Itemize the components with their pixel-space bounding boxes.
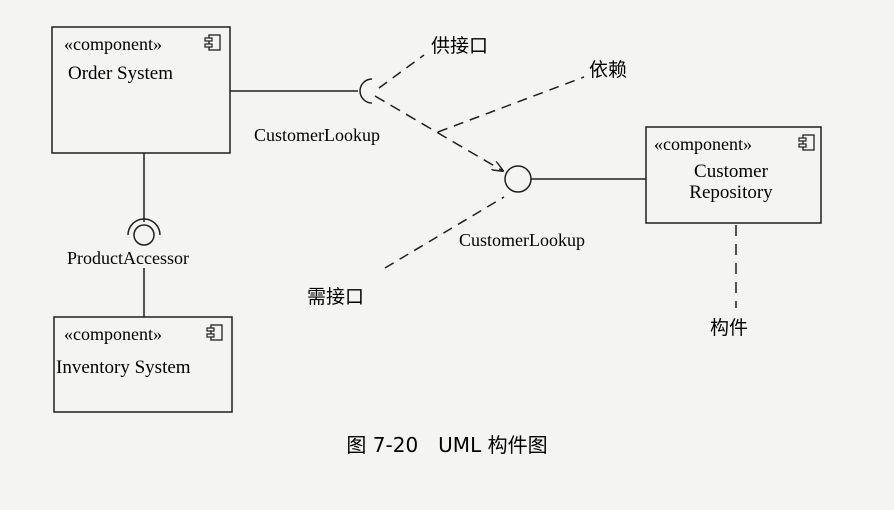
- provided-interface-leader: [378, 54, 425, 89]
- component-annotation: 构件: [710, 317, 748, 339]
- inventory-system-stereotype: «component»: [64, 324, 162, 344]
- provided-interface-annotation: 供接口: [431, 35, 488, 57]
- provided-interface-customer-lookup[interactable]: [504, 165, 646, 193]
- dependency-arrow[interactable]: [374, 95, 503, 171]
- customer-repository-box: [645, 126, 822, 224]
- dependency-annotation: 依赖: [589, 59, 627, 81]
- required-interface-leader: [384, 196, 505, 269]
- product-accessor-ball: [133, 224, 155, 246]
- required-interface-annotation: 需接口: [307, 286, 364, 308]
- product-accessor-label: ProductAccessor: [67, 248, 189, 268]
- customer-lookup-provided-label: CustomerLookup: [459, 230, 585, 250]
- inventory-system-box: [53, 316, 233, 413]
- customer-repository-component[interactable]: «component» Customer Repository: [645, 126, 822, 224]
- required-interface-customer-lookup[interactable]: [230, 78, 373, 104]
- order-system-name: Order System: [68, 63, 173, 84]
- inventory-system-component[interactable]: «component» Inventory System: [53, 316, 233, 413]
- component-icon: [798, 134, 815, 151]
- customer-lookup-required-label: CustomerLookup: [254, 125, 380, 145]
- order-system-component[interactable]: «component» Order System: [51, 26, 231, 154]
- product-accessor-assembly[interactable]: [127, 153, 161, 317]
- customer-repository-name-line2: Repository: [689, 182, 773, 203]
- component-icon: [206, 324, 223, 341]
- customer-repository-stereotype: «component»: [654, 134, 752, 154]
- order-system-box: [51, 26, 231, 154]
- inventory-system-name: Inventory System: [56, 357, 191, 378]
- customer-repository-name-line1: Customer: [694, 161, 769, 182]
- required-interface-socket: [359, 78, 373, 104]
- order-system-stereotype: «component»: [64, 34, 162, 54]
- figure-caption: 图 7-20 UML 构件图: [346, 433, 547, 457]
- dependency-leader: [437, 76, 585, 133]
- component-icon: [204, 34, 221, 51]
- product-accessor-socket: [127, 218, 161, 236]
- provided-interface-ball: [504, 165, 532, 193]
